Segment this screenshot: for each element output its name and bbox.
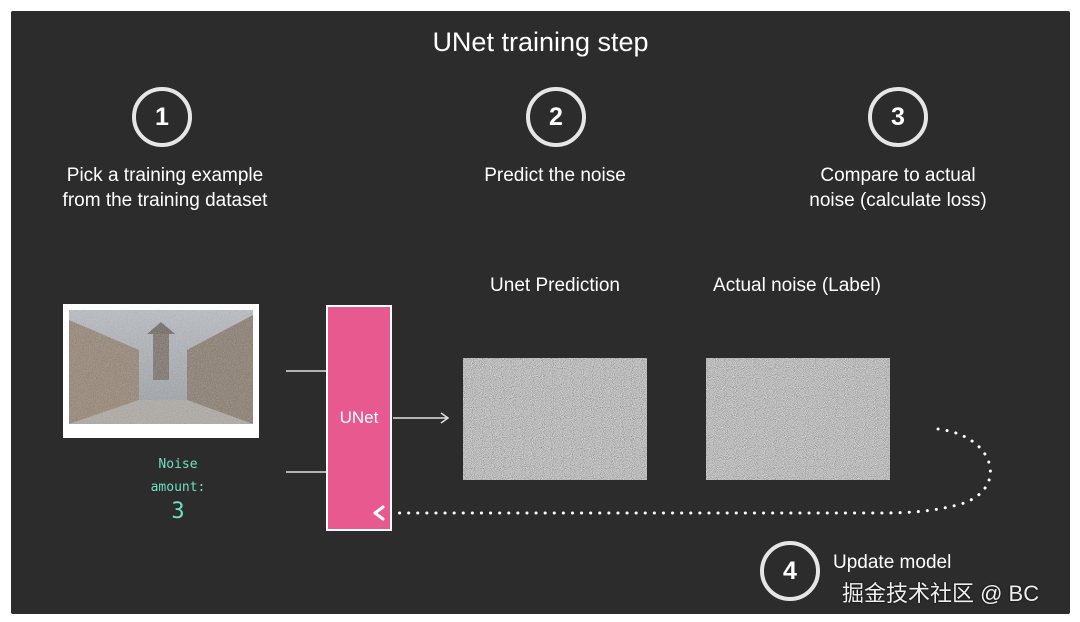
unet-prediction-noise-image xyxy=(463,358,647,480)
step-2-line1: Predict the noise xyxy=(484,165,626,186)
unet-prediction-label: Unet Prediction xyxy=(490,275,620,296)
feedback-dotted-path xyxy=(394,427,992,515)
noise-amount-value: 3 xyxy=(171,499,185,524)
actual-noise-image xyxy=(706,358,890,480)
step-3-circle: 3 xyxy=(868,87,928,147)
step-1-number: 1 xyxy=(155,102,169,131)
step-2-text: Predict the noise xyxy=(405,163,705,188)
training-example-photo xyxy=(63,304,259,438)
noise-amount-label: Noise amount: xyxy=(118,453,238,499)
actual-noise-label: Actual noise (Label) xyxy=(713,275,881,296)
connector-overlay xyxy=(286,370,992,521)
step-3-number: 3 xyxy=(891,102,905,131)
step-4-number: 4 xyxy=(783,556,797,585)
unet-to-prediction-arrow xyxy=(393,412,450,424)
feedback-arrowhead xyxy=(373,505,385,521)
noisy-street-image xyxy=(69,310,253,424)
noise-label-line2: amount: xyxy=(150,480,206,495)
unet-block: UNet xyxy=(326,305,392,531)
noise-label-line1: Noise xyxy=(158,457,198,472)
diagram-canvas: UNet training step 1 Pick a training exa… xyxy=(11,11,1070,614)
step-3-line2: noise (calculate loss) xyxy=(809,190,987,211)
step-1-line1: Pick a training example xyxy=(66,165,264,186)
watermark: 掘金技术社区 @ BC xyxy=(842,581,1040,606)
step-1-text: Pick a training example from the trainin… xyxy=(15,163,315,213)
step-3-line1: Compare to actual xyxy=(820,165,976,186)
step-1-line2: from the training dataset xyxy=(62,190,268,211)
step-2-circle: 2 xyxy=(526,87,586,147)
step-4-text: Update model xyxy=(833,552,952,573)
diagram-title: UNet training step xyxy=(432,27,649,57)
step-4-circle: 4 xyxy=(760,541,820,601)
step-1-circle: 1 xyxy=(132,87,192,147)
step-3-text: Compare to actual noise (calculate loss) xyxy=(748,163,1048,213)
step-2-number: 2 xyxy=(549,102,563,131)
unet-label: UNet xyxy=(339,408,379,427)
